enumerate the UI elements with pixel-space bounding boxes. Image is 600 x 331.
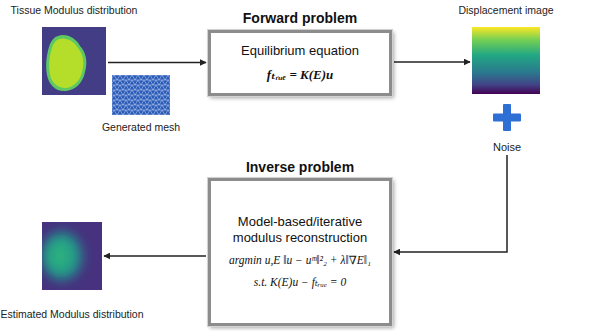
image-label: Tissue Modulus distribution (11, 4, 138, 16)
image-label: Estimated Modulus distribution (1, 308, 144, 320)
section-heading: Inverse problem (246, 159, 354, 175)
flow-arrow (104, 255, 206, 257)
displacement-image-node: Displacement image (472, 27, 540, 94)
image-label: Generated mesh (102, 121, 180, 133)
equation-text: s.t. K(E)u − fₜᵣᵤₑ = 0 (254, 275, 346, 290)
image-background (42, 222, 102, 290)
process-box: Inverse problemModel-based/iterative mod… (208, 178, 392, 326)
blurred-inclusion (42, 232, 82, 280)
estimated-image-node: Estimated Modulus distribution (42, 222, 102, 290)
box-title: Model-based/iterative modulus reconstruc… (217, 214, 383, 247)
box-title: Equilibrium equation (241, 43, 359, 59)
inclusion-edge (46, 35, 86, 91)
equation-text: fₜᵣᵤₑ = K(E)u (267, 67, 334, 83)
image-background (42, 27, 106, 95)
mesh-image-node: Generated mesh (112, 75, 170, 115)
plus-symbol (493, 104, 521, 131)
inclusion (49, 38, 83, 88)
process-box: Forward problemEquilibrium equationfₜᵣᵤₑ… (208, 30, 392, 96)
estimated-modulus-image (42, 222, 102, 290)
noise-label: Noise (493, 141, 521, 153)
section-heading: Forward problem (243, 10, 357, 26)
flow-arrow (394, 155, 507, 252)
displacement-image (472, 27, 540, 94)
tissue-modulus-image (42, 27, 106, 95)
noise-node: Noise (487, 103, 527, 153)
image-label: Displacement image (458, 4, 553, 16)
blurred-inclusion (48, 241, 72, 271)
plus-bar (493, 114, 521, 122)
modulus-image-node: Tissue Modulus distribution (42, 27, 106, 95)
equation-text: argmin u,E ‖u − uᵐ‖²₂ + λ‖∇E‖₁ (229, 253, 371, 268)
flow-arrow (394, 61, 470, 63)
mesh-image (112, 75, 170, 115)
flow-arrow (108, 62, 206, 64)
